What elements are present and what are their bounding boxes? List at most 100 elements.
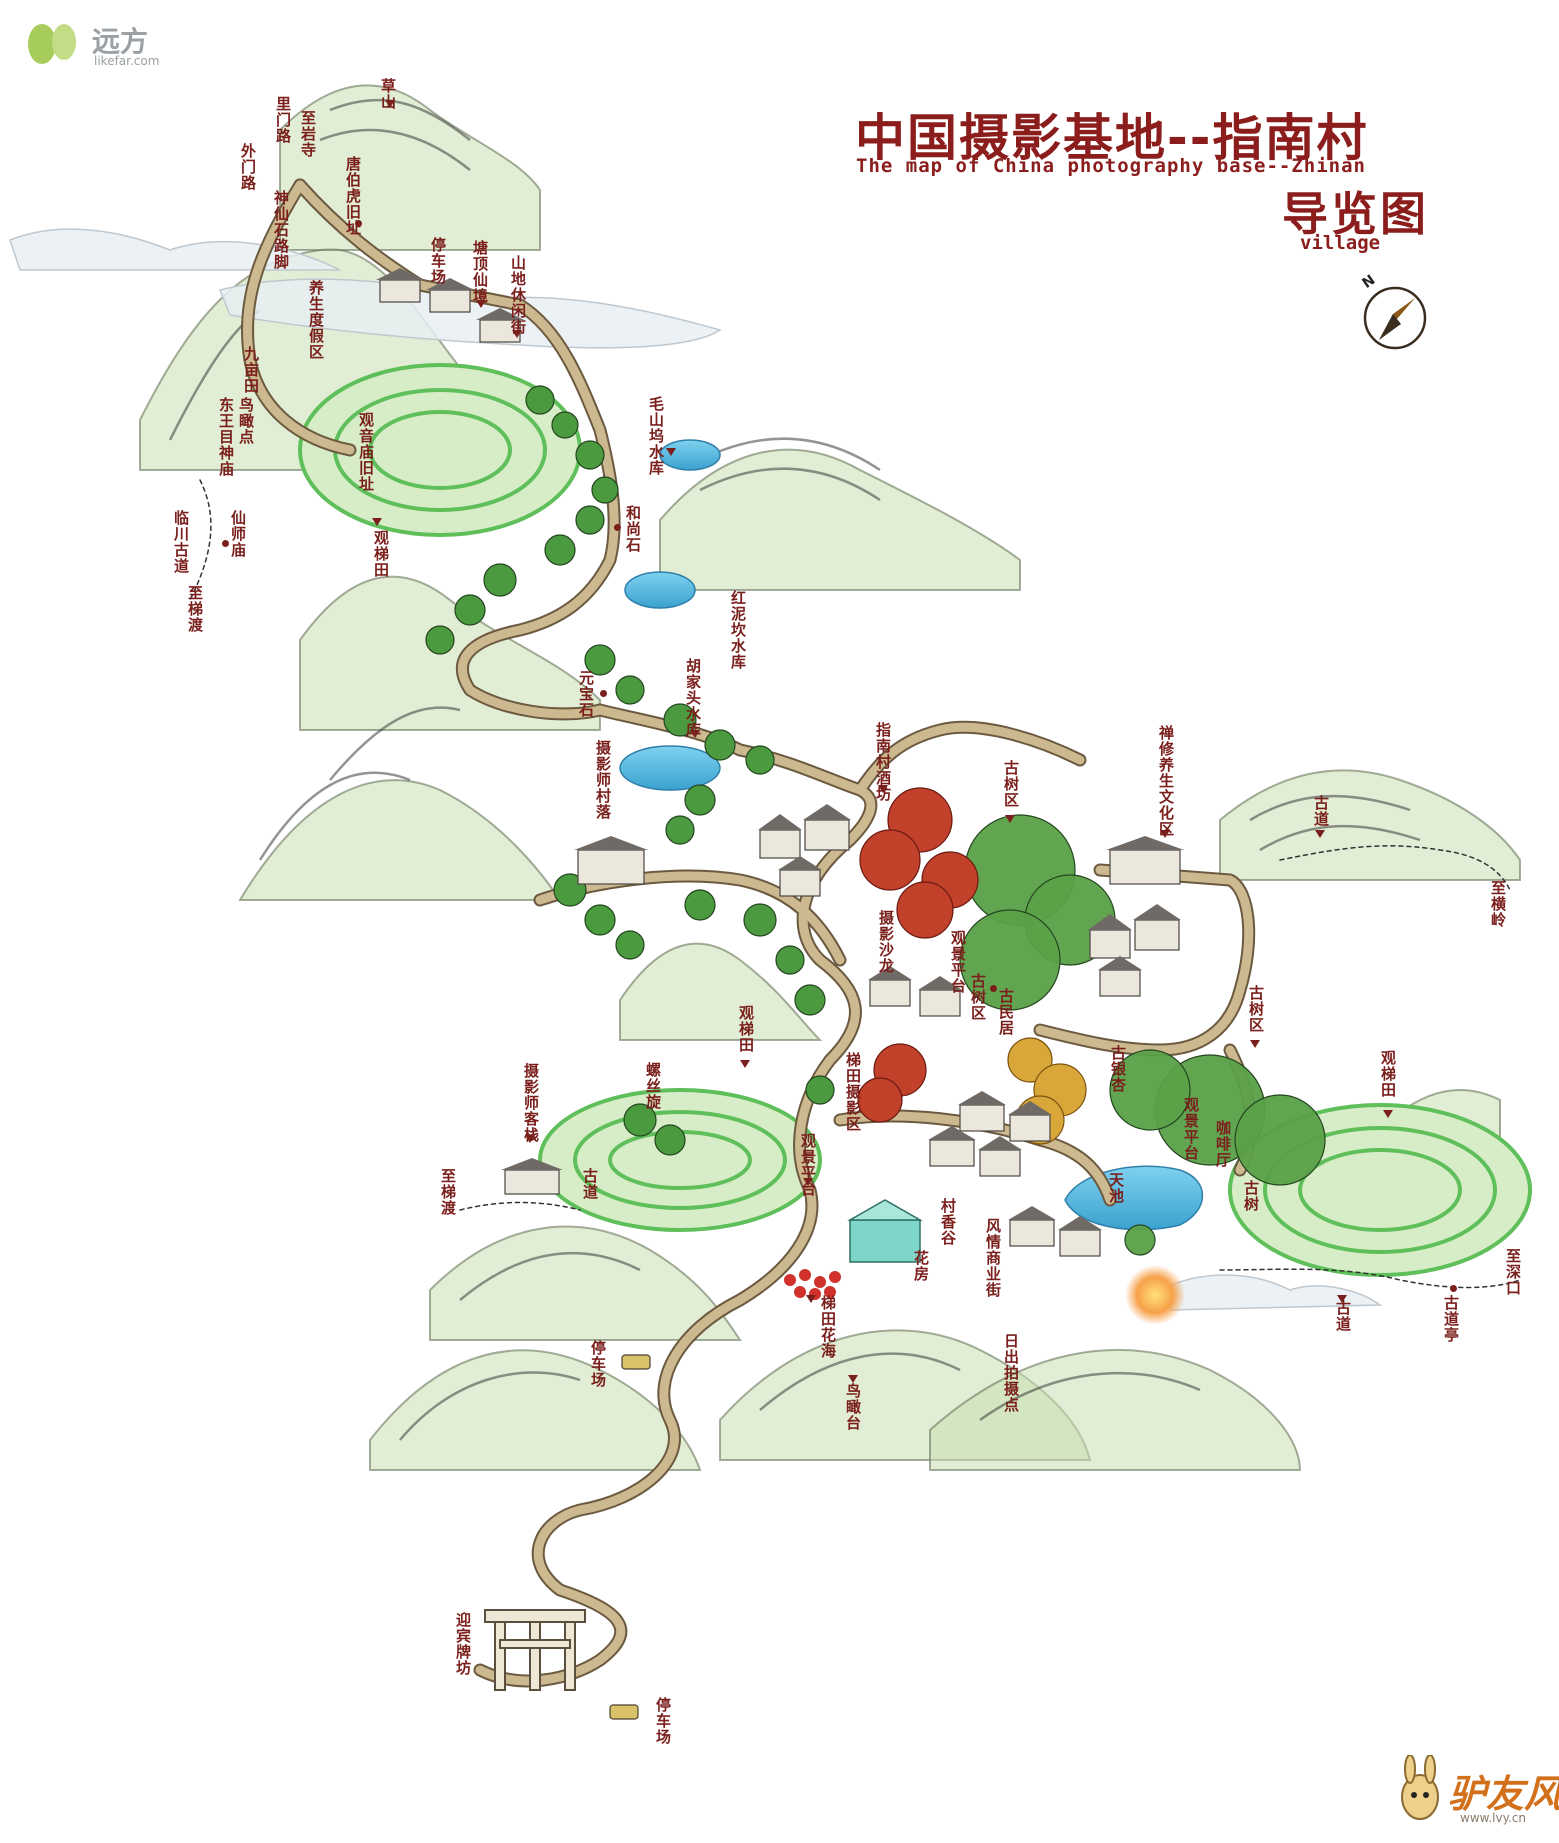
label-limenlu: 里门路 [274, 96, 292, 144]
label-heshangshi: 和尚石 [624, 505, 642, 553]
hill-left-center [238, 779, 562, 901]
trees-red [857, 787, 979, 1123]
marker-heshangshi [614, 524, 621, 531]
label-guminju: 古民居 [997, 988, 1015, 1036]
trees-big-canopy [959, 814, 1326, 1256]
marker-guminju [990, 985, 997, 992]
roads [189, 178, 1521, 1688]
lvy-site: www.lvy.cn [1460, 1811, 1526, 1825]
welcome-archway [484, 1609, 586, 1691]
label-guanyinmiao: 观音庙旧址 [357, 412, 375, 492]
village-houses [376, 268, 1184, 1257]
label-zhishenkou: 至深口 [1504, 1248, 1522, 1296]
marker-titianhuahai [806, 1295, 816, 1303]
marker-gudao-south [1337, 1295, 1347, 1303]
label-guantitian-top: 观梯田 [372, 530, 390, 578]
marker-gudao-east [1315, 830, 1325, 838]
label-niaokantai: 鸟瞰台 [844, 1383, 862, 1431]
label-chanxiuyangsheng: 禅修养生文化区 [1157, 725, 1175, 837]
label-fengqingshangyejie: 风情商业街 [984, 1218, 1002, 1298]
label-zhinancunjiufang: 指南村酒坊 [874, 722, 892, 802]
label-tingchechang-south: 停车场 [654, 1697, 672, 1745]
label-gushuqu-center: 古树区 [969, 973, 987, 1021]
leaf-logo-icon [28, 24, 76, 64]
hills-layer [139, 84, 1521, 1471]
label-guanjingpingtai-east: 观景平台 [1182, 1097, 1200, 1161]
hongnikan-reservoir [624, 571, 696, 609]
marker-xianshimiao [222, 540, 229, 547]
label-titianhuahai: 梯田花海 [819, 1295, 837, 1359]
hill-center-left [619, 942, 823, 1041]
marker-guantitian-mid [740, 1060, 750, 1068]
label-gudaoting: 古道亭 [1442, 1295, 1460, 1343]
label-kafeiting: 咖啡厅 [1214, 1120, 1232, 1168]
label-richupaishedian: 日出拍摄点 [1002, 1333, 1020, 1413]
trail-lower-right [1219, 1268, 1521, 1289]
hill-bottom-left [429, 1225, 742, 1341]
map-title-guide: 导览图 [1282, 187, 1429, 241]
marker-maoshanwu [666, 448, 676, 456]
label-huafang: 花房 [912, 1250, 930, 1282]
hill-bottom-right [929, 1349, 1302, 1471]
marker-jiufang [878, 785, 888, 793]
trail-left [189, 479, 212, 601]
label-waimenlu: 外门路 [239, 143, 257, 191]
label-sheyingshikezhan: 摄影师客栈 [522, 1063, 540, 1143]
marker-guantitian-top [372, 518, 382, 526]
label-shenxianshilujiao: 神仙石路脚 [272, 190, 290, 270]
marker-guantitian-east [1383, 1110, 1393, 1118]
likefar-logo: 远方 likefar.com [22, 14, 172, 70]
label-guyinxing: 古银杏 [1109, 1045, 1127, 1093]
label-luosixuan: 螺丝旋 [644, 1062, 662, 1110]
label-cunxiangge: 村香谷 [939, 1198, 957, 1246]
label-guanjingtai: 观景平台 [799, 1133, 817, 1197]
label-guantitian-mid: 观梯田 [737, 1005, 755, 1053]
marker-gushuqu-north [1005, 815, 1015, 823]
trees-green [425, 385, 835, 1156]
label-gushu-east: 古树 [1242, 1180, 1260, 1212]
label-maoshanwushuiku: 毛山坞水库 [647, 396, 665, 476]
map-title-cn: 中国摄影基地--指南村 [855, 109, 1369, 167]
hill-right-top [1219, 769, 1521, 881]
label-gudao-south: 古道 [1334, 1300, 1352, 1332]
lvy-brand: 驴友风 [1448, 1772, 1559, 1816]
label-gushuqu-north: 古树区 [1002, 760, 1020, 808]
marker-kezhan [525, 1135, 535, 1143]
marker-tangbohu [355, 220, 362, 227]
donkey-logo-icon [1401, 1754, 1439, 1820]
label-sheyingshicunluo: 摄影师村落 [594, 740, 612, 820]
marker-caoshan [385, 100, 395, 108]
label-tingchechang-mid: 停车场 [589, 1340, 607, 1388]
label-sheyingshalong: 摄影沙龙 [877, 910, 895, 974]
marker-shandijiulanjie [512, 330, 522, 338]
label-linchuangudao: 临川古道 [172, 510, 190, 574]
label-shandijiulanjie: 山地休闲街 [509, 255, 527, 335]
marker-hujiatou [690, 730, 700, 738]
marker-gushuqu-east [1250, 1040, 1260, 1048]
label-tingchechang-top: 停车场 [429, 237, 447, 285]
label-tangbohu: 唐伯虎旧址 [344, 156, 362, 236]
marker-tangdingxianjing [476, 300, 486, 308]
flower-sea [784, 1269, 841, 1300]
label-yuanbaoshi: 元宝石 [577, 670, 595, 718]
label-hujiatoushuiku: 胡家头水库 [684, 658, 702, 738]
label-zhitidu-top: 至梯渡 [186, 585, 204, 633]
marker-gudaoting [1450, 1285, 1457, 1292]
label-yangshengdujiaqu: 养生度假区 [307, 280, 325, 360]
label-yingbinpaifang: 迎宾牌坊 [454, 1612, 472, 1676]
hill-mid-left [299, 575, 601, 731]
label-zhitidu-west: 至梯渡 [439, 1168, 457, 1216]
label-gushuqu-east: 古树区 [1247, 985, 1265, 1033]
marker-yuanbaoshi [600, 690, 607, 697]
likefar-site: likefar.com [94, 54, 160, 68]
hill-top [279, 84, 541, 251]
label-tangdingxianjing: 塘顶仙境 [471, 240, 489, 304]
compass-rose [1363, 286, 1427, 350]
label-zhiyansi: 至岩寺 [299, 110, 317, 158]
likefar-brand: 远方 [92, 25, 149, 58]
label-guantitian-east: 观梯田 [1379, 1050, 1397, 1098]
maoshanwu-reservoir [659, 439, 721, 471]
map-title-village: village [1300, 232, 1381, 254]
label-hongnikanshuiku: 红泥坎水库 [729, 590, 747, 670]
